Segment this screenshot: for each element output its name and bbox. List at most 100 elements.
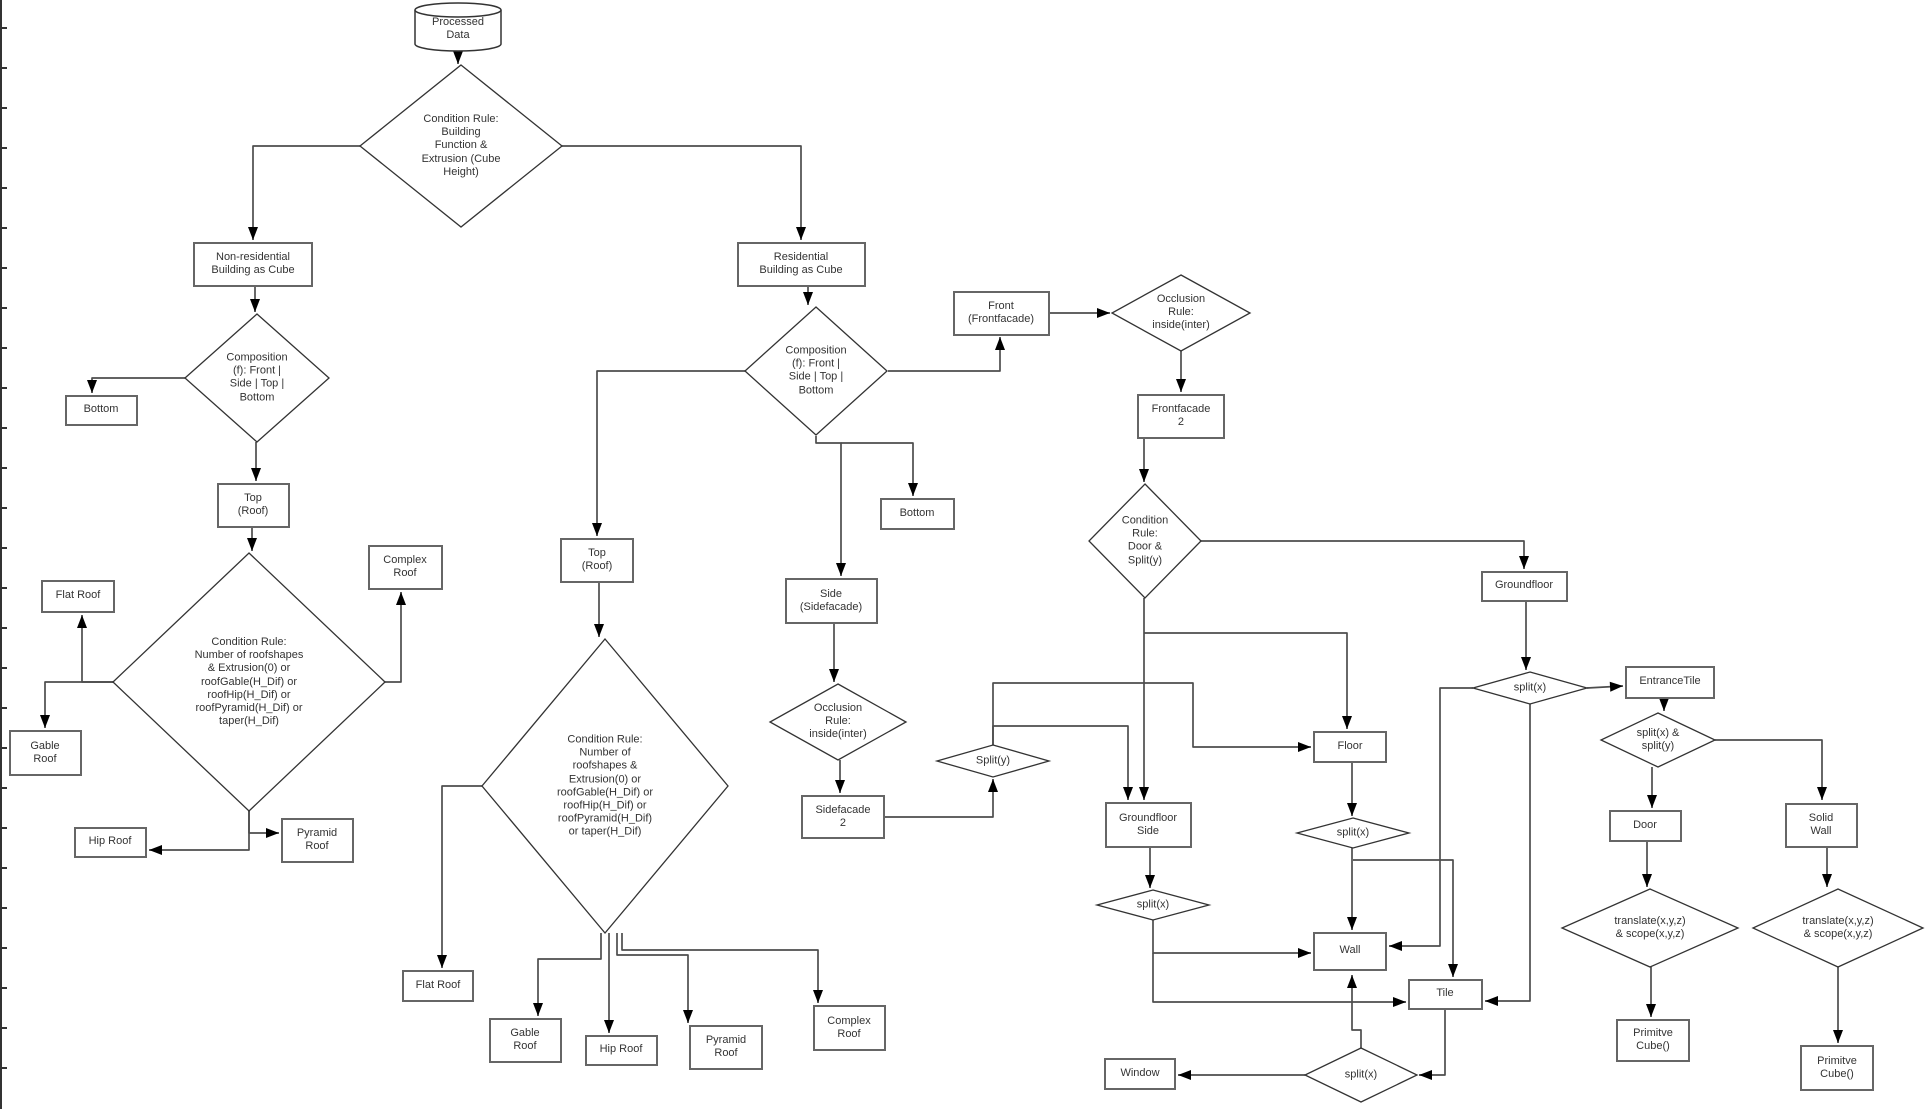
node-split-y-shape[interactable]	[934, 744, 1052, 778]
node-primitve-cube-door[interactable]: Primitve Cube()	[1616, 1018, 1690, 1062]
edge-toproof-mid-to-roofshapes-mid-arrowhead	[594, 624, 604, 637]
node-top-roof-left[interactable]: Top (Roof)	[216, 482, 290, 528]
node-condition-roofshapes-left-shape[interactable]	[112, 552, 386, 812]
edge-sidefacade2-to-splity-arrowhead	[988, 779, 998, 792]
node-complex-roof-left[interactable]: Complex Roof	[367, 544, 443, 590]
node-entrancetile[interactable]: EntranceTile	[1625, 665, 1715, 699]
edge-roofshapes-mid-to-pyramidroof-mid	[616, 933, 689, 1023]
edge-splitx3-to-wall-left	[1152, 920, 1311, 954]
node-pyramid-roof-left[interactable]: Pyramid Roof	[280, 817, 354, 863]
node-sidefacade-2[interactable]: Sidefacade 2	[801, 795, 885, 839]
node-window[interactable]: Window	[1104, 1058, 1176, 1090]
node-nonresidential-cube[interactable]: Non-residential Building as Cube	[193, 241, 313, 287]
edge-roofshapes-to-flatroof-left	[81, 615, 113, 683]
node-groundfloor[interactable]: Groundfloor	[1480, 570, 1568, 602]
edge-toproof-left-to-roofshapes-arrowhead	[247, 538, 257, 551]
ruler-tick	[0, 707, 7, 709]
node-occlusion-rule-side-shape[interactable]	[768, 683, 908, 761]
node-processed-data-shape[interactable]	[414, 10, 502, 52]
ruler-tick	[0, 787, 7, 789]
edge-splitx3-to-wall-left-arrowhead	[1298, 948, 1311, 958]
edge-roofshapes-mid-to-flatroof-mid-arrowhead	[437, 955, 447, 968]
edge-splitxy-to-door-arrowhead	[1647, 795, 1657, 808]
node-split-x-floor-shape[interactable]	[1294, 817, 1412, 849]
ruler-tick	[0, 587, 7, 589]
node-hip-roof-left[interactable]: Hip Roof	[73, 826, 147, 858]
edge-roofshapes-mid-to-pyramidroof-mid-arrowhead	[683, 1010, 693, 1023]
edge-condition-door-to-groundfloor	[1201, 540, 1525, 569]
edge-splitxy-to-solidwall	[1715, 739, 1823, 800]
edge-roofshapes-to-flatroof-left-arrowhead	[77, 615, 87, 628]
ruler-tick	[0, 1027, 7, 1029]
node-condition-building-function-shape[interactable]	[358, 64, 564, 228]
edge-composition-mid-to-bottom-mid	[841, 442, 914, 496]
node-translate-scope-wall-shape[interactable]	[1751, 888, 1925, 968]
node-front-frontfacade[interactable]: Front (Frontfacade)	[952, 290, 1050, 336]
edge-condition-to-res	[562, 145, 802, 240]
edge-side-to-occlusion-arrowhead	[829, 669, 839, 682]
ruler-tick	[0, 1067, 7, 1069]
node-flat-roof-left[interactable]: Flat Roof	[41, 579, 115, 613]
edge-condition-door-to-groundfloorside-arrowhead	[1139, 787, 1149, 800]
edge-roofshapes-mid-to-gableroof-mid-arrowhead	[533, 1003, 543, 1016]
edge-splitx2-to-tile	[1353, 859, 1454, 977]
ruler-tick	[0, 307, 7, 309]
edge-condition-door-to-groundfloor-arrowhead	[1519, 556, 1529, 569]
node-composition-mid-shape[interactable]	[744, 306, 888, 436]
edge-roofshapes-to-hiproof-left-arrowhead	[149, 845, 162, 855]
node-hip-roof-mid[interactable]: Hip Roof	[584, 1034, 658, 1066]
node-split-x-groundfloor-side-shape[interactable]	[1094, 889, 1212, 921]
ruler-tick	[0, 27, 7, 29]
edge-groundfloorside-to-splitx3-arrowhead	[1145, 875, 1155, 888]
node-wall[interactable]: Wall	[1313, 931, 1387, 971]
node-flat-roof-mid[interactable]: Flat Roof	[402, 970, 474, 1002]
edge-splitx1-to-tile-right	[1485, 704, 1531, 1002]
ruler-tick	[0, 507, 7, 509]
node-composition-left-shape[interactable]	[184, 313, 330, 443]
edge-solidwall-to-translate2-arrowhead	[1822, 874, 1832, 887]
node-gable-roof-left[interactable]: Gable Roof	[8, 730, 82, 776]
node-split-x-groundfloor-shape[interactable]	[1470, 671, 1590, 705]
node-residential-cube[interactable]: Residential Building as Cube	[736, 241, 866, 287]
node-floor[interactable]: Floor	[1313, 731, 1387, 763]
edge-door-to-translate1-arrowhead	[1642, 874, 1652, 887]
node-primitve-cube-wall[interactable]: Primitve Cube()	[1800, 1045, 1874, 1091]
edge-roofshapes-mid-to-flatroof-mid	[441, 785, 482, 968]
edge-roofshapes-to-hiproof-left	[149, 810, 250, 851]
node-processed-data-shape-top	[414, 2, 502, 18]
node-complex-roof-mid[interactable]: Complex Roof	[812, 1005, 886, 1051]
edge-roofshapes-mid-to-hiproof-mid-arrowhead	[604, 1020, 614, 1033]
node-split-x-split-y-shape[interactable]	[1599, 712, 1717, 768]
node-split-x-tile-shape[interactable]	[1303, 1047, 1419, 1103]
node-top-roof-mid[interactable]: Top (Roof)	[560, 537, 634, 583]
edge-composition-mid-to-front-arrowhead	[995, 337, 1005, 350]
node-condition-door-split-shape[interactable]	[1088, 483, 1202, 599]
edge-condition-to-nonres	[252, 145, 360, 240]
node-gable-roof-mid[interactable]: Gable Roof	[488, 1017, 562, 1063]
edge-splity-to-floor-arrowhead	[1298, 742, 1311, 752]
node-door[interactable]: Door	[1608, 810, 1682, 842]
edge-condition-door-to-floor	[1144, 632, 1348, 729]
edge-translate1-to-primitve1-arrowhead	[1646, 1004, 1656, 1017]
node-pyramid-roof-mid[interactable]: Pyramid Roof	[689, 1024, 763, 1070]
edge-roofshapes-to-pyramidroof-left-arrowhead	[266, 828, 279, 838]
node-groundfloor-side[interactable]: Groundfloor Side	[1104, 802, 1192, 848]
node-translate-scope-door-shape[interactable]	[1560, 888, 1740, 968]
edge-composition-mid-to-side-arrowhead	[836, 563, 846, 576]
node-tile[interactable]: Tile	[1407, 978, 1483, 1010]
node-bottom-left[interactable]: Bottom	[64, 394, 138, 426]
edge-sidefacade2-to-splity	[885, 779, 994, 818]
node-condition-roofshapes-mid-shape[interactable]	[481, 637, 729, 935]
node-side-sidefacade[interactable]: Side (Sidefacade)	[784, 578, 878, 624]
edge-frontfacade2-to-condition-door-arrowhead	[1139, 469, 1149, 482]
ruler-tick	[0, 907, 7, 909]
ruler-tick	[0, 747, 7, 749]
ruler-tick	[0, 387, 7, 389]
node-occlusion-rule-front-shape[interactable]	[1110, 274, 1252, 352]
ruler-tick	[0, 667, 7, 669]
edge-splity-to-floor	[992, 682, 1311, 748]
node-bottom-mid[interactable]: Bottom	[879, 498, 955, 530]
node-solid-wall[interactable]: Solid Wall	[1784, 802, 1858, 848]
node-frontfacade-2[interactable]: Frontfacade 2	[1137, 393, 1225, 439]
